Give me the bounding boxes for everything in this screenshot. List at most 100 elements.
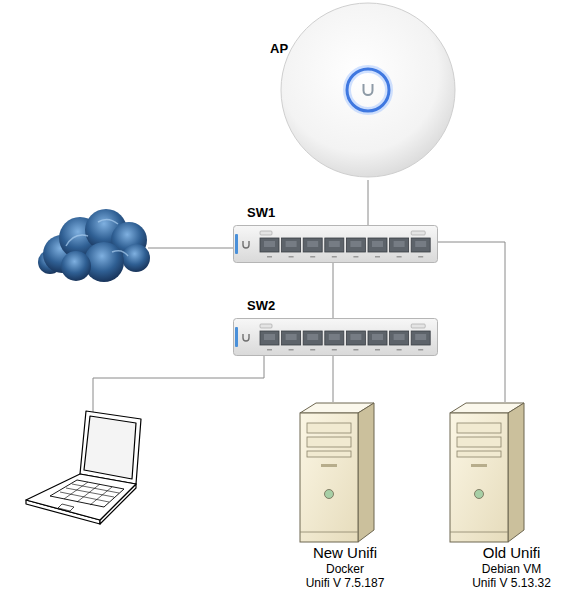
switch-art — [233, 225, 438, 263]
laptop-wire — [93, 356, 264, 412]
server-front — [300, 413, 358, 542]
switch-body — [234, 226, 438, 263]
cloud-puff — [61, 251, 91, 281]
access-point: AP — [278, 0, 458, 180]
device-label: SW1 — [247, 205, 275, 220]
server-caption: Old UnifiDebian VMUnifi V 5.13.32 — [445, 544, 578, 590]
switch-port — [346, 238, 365, 252]
server-drive-bay — [457, 451, 501, 457]
switch-port-contacts — [307, 334, 318, 340]
switch-port — [260, 331, 279, 345]
switch-port-mark — [397, 256, 402, 258]
switch-port-mark — [310, 256, 315, 258]
server-drive-bay — [457, 437, 501, 447]
switch-port-contacts — [329, 241, 340, 247]
server-tower-art — [449, 402, 529, 544]
switch-port-mark — [267, 349, 272, 351]
server-drive-bay — [307, 451, 351, 457]
server-side — [358, 403, 374, 542]
laptop-screen-frame — [80, 411, 141, 484]
switch-port — [282, 331, 301, 345]
device-label: SW2 — [247, 298, 275, 313]
switch-tag — [260, 231, 272, 235]
switch-port-contacts — [372, 241, 383, 247]
switch-port-mark — [397, 349, 402, 351]
server-name: Old Unifi — [445, 544, 578, 562]
switch-port-mark — [310, 349, 315, 351]
server-node: New UnifiDockerUnifi V 7.5.187 — [278, 402, 412, 600]
laptop-keys — [60, 482, 119, 505]
switch-port-contacts — [286, 241, 297, 247]
access-point-art — [278, 0, 458, 180]
switch-port — [346, 331, 365, 345]
switch-port-contacts — [415, 334, 426, 340]
switch-port-contacts — [394, 241, 405, 247]
switch-port — [303, 331, 322, 345]
switch-port-contacts — [394, 334, 405, 340]
server-caption: New UnifiDockerUnifi V 7.5.187 — [278, 544, 412, 590]
ap-logo — [364, 84, 373, 95]
laptop-base — [26, 474, 136, 520]
network-switch: SW2 — [233, 318, 438, 356]
switch-port-mark — [375, 256, 380, 258]
switch-led — [235, 234, 238, 254]
switch-port-contacts — [264, 241, 275, 247]
switch-port — [390, 331, 409, 345]
switch-logo — [243, 241, 249, 248]
switch-port — [325, 331, 344, 345]
server-tower-art — [299, 402, 379, 544]
server-drive-bay — [457, 423, 501, 433]
switch-port-contacts — [415, 241, 426, 247]
network-switch: SW1 — [233, 225, 438, 263]
switch-art — [233, 318, 438, 356]
device-label: AP — [270, 41, 288, 56]
network-cable — [333, 356, 334, 402]
cloud-highlight — [66, 219, 128, 256]
server-front — [450, 413, 508, 542]
laptop-touchpad — [58, 504, 74, 511]
server-drive-bay — [307, 437, 351, 447]
server-side — [508, 403, 524, 542]
switch-port — [411, 238, 430, 252]
server-drive-bay — [307, 423, 351, 433]
switch-port-mark — [418, 256, 423, 258]
switch-port-contacts — [350, 334, 361, 340]
ap-ring-glow — [347, 69, 389, 111]
switch-port — [411, 331, 430, 345]
switch-port-mark — [375, 349, 380, 351]
switch-port — [282, 238, 301, 252]
server-power-button — [325, 490, 334, 499]
server-detail: Unifi V 7.5.187 — [278, 576, 412, 590]
switch-port — [368, 238, 387, 252]
switch-port-contacts — [307, 241, 318, 247]
ap-ring — [347, 69, 389, 111]
switch-port — [325, 238, 344, 252]
switch-port-contacts — [350, 241, 361, 247]
switch-port — [260, 238, 279, 252]
switch-port-mark — [353, 256, 358, 258]
server-power-button — [475, 490, 484, 499]
ap-disc — [281, 3, 455, 177]
switch-port — [368, 331, 387, 345]
server-detail: Unifi V 5.13.32 — [445, 576, 578, 590]
switch-port-mark — [267, 256, 272, 258]
switch-tag — [411, 324, 425, 328]
switch-port-mark — [332, 256, 337, 258]
switch-port-contacts — [372, 334, 383, 340]
switch-port-contacts — [286, 334, 297, 340]
server-detail: Debian VM — [445, 562, 578, 576]
server-node: Old UnifiDebian VMUnifi V 5.13.32 — [445, 402, 578, 600]
network-cable — [333, 263, 334, 318]
laptop-screen — [84, 416, 136, 479]
server-detail: Docker — [278, 562, 412, 576]
network-cable — [438, 242, 505, 402]
server-base-line — [450, 532, 508, 533]
switch-port-mark — [332, 349, 337, 351]
switch-port-mark — [289, 256, 294, 258]
cloud-puff — [122, 244, 150, 272]
switch-port — [390, 238, 409, 252]
switch-port-mark — [418, 349, 423, 351]
switch-tag — [260, 324, 272, 328]
